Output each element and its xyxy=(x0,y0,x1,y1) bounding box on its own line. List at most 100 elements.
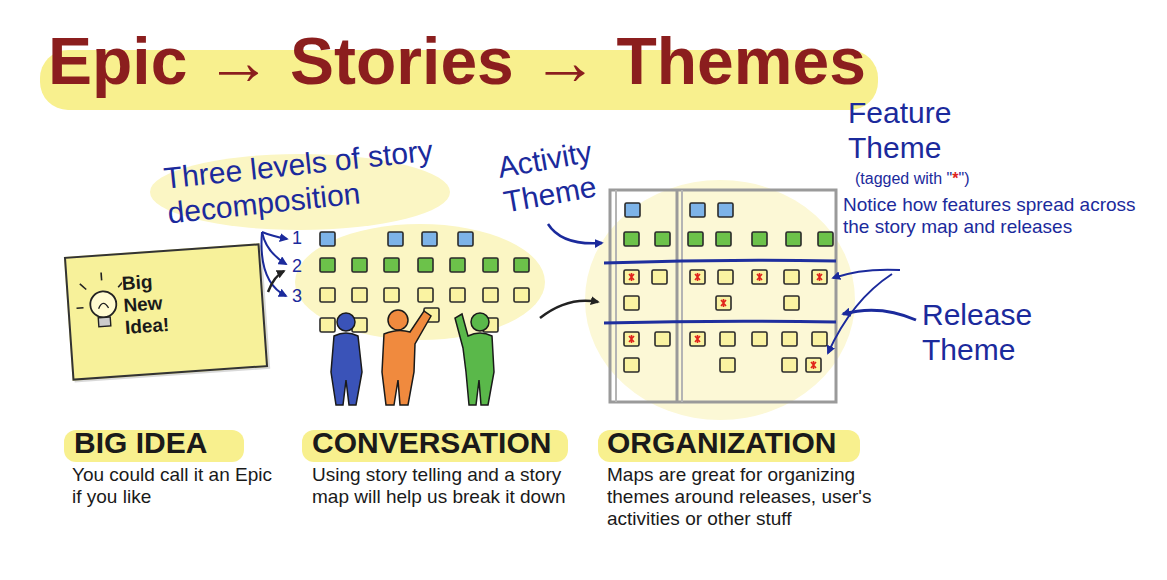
leader-arrow xyxy=(843,310,916,320)
person-body xyxy=(455,314,494,405)
sticky-shape xyxy=(818,232,833,246)
tag-star: * xyxy=(952,170,958,187)
annotation-box: Notice how features spread across the st… xyxy=(843,194,1155,238)
sticky-note xyxy=(320,288,335,302)
sticky-note xyxy=(388,232,403,246)
sticky-note xyxy=(690,270,705,284)
feature-tag-mark xyxy=(629,335,634,343)
section-body: You could call it an Epic if you like xyxy=(72,464,277,508)
light-ray xyxy=(80,284,86,290)
section-heading: CONVERSATION xyxy=(312,426,551,461)
sticky-note xyxy=(655,232,670,246)
sticky-shape xyxy=(655,332,670,346)
sticky-note xyxy=(418,258,433,272)
map-column-line xyxy=(676,190,679,402)
sticky-shape xyxy=(716,296,731,310)
sticky-shape xyxy=(388,232,403,246)
sticky-note xyxy=(716,296,731,310)
person-head xyxy=(471,313,489,331)
map-column-line xyxy=(681,190,683,402)
sticky-note xyxy=(422,232,437,246)
sticky-note xyxy=(782,358,797,372)
level-number-box: 2 xyxy=(292,256,302,277)
sticky-note xyxy=(458,232,473,246)
sticky-note xyxy=(624,232,639,246)
sticky-shape xyxy=(384,258,399,272)
sticky-shape xyxy=(784,270,799,284)
sticky-shape xyxy=(352,258,367,272)
feature-tag-mark xyxy=(721,299,726,307)
sticky-note xyxy=(320,258,335,272)
lightbulb-icon xyxy=(71,265,126,348)
sticky-shape xyxy=(418,288,433,302)
sticky-shape xyxy=(688,232,703,246)
section-body: Maps are great for organizing themes aro… xyxy=(607,464,907,530)
sticky-note xyxy=(652,270,667,284)
people-figures xyxy=(331,310,494,405)
sticky-note xyxy=(483,258,498,272)
release-line xyxy=(604,260,836,263)
sticky-note xyxy=(784,296,799,310)
sticky-shape xyxy=(483,258,498,272)
sticky-shape xyxy=(718,203,733,217)
sticky-note xyxy=(818,232,833,246)
sticky-shape xyxy=(624,358,639,372)
sticky-shape xyxy=(625,203,640,217)
sticky-note xyxy=(418,288,433,302)
sticky-shape xyxy=(718,270,733,284)
light-ray xyxy=(100,272,102,280)
theme-label-box: Release Theme xyxy=(922,298,1072,367)
sticky-note xyxy=(782,332,797,346)
annotation: (tagged with "*") xyxy=(855,170,1055,188)
flow-arrow xyxy=(540,301,598,318)
sticky-shape xyxy=(514,258,529,272)
idea-card: Big New Idea! xyxy=(64,243,268,380)
sticky-note xyxy=(718,270,733,284)
sticky-shape xyxy=(320,318,335,332)
sticky-note xyxy=(752,332,767,346)
feature-tag-mark xyxy=(811,361,816,369)
section-body: Using story telling and a story map will… xyxy=(312,464,572,508)
section-heading: ORGANIZATION xyxy=(607,426,836,461)
title-box: Epic → Stories → Themes xyxy=(48,24,866,100)
sticky-shape xyxy=(720,332,735,346)
level-number: 1 xyxy=(292,228,302,249)
leader-arrow xyxy=(262,232,287,239)
section-heading-box: BIG IDEA xyxy=(74,426,207,461)
sticky-shape xyxy=(812,270,827,284)
sticky-shape xyxy=(690,270,705,284)
feature-tag-mark xyxy=(629,273,634,281)
light-ray xyxy=(77,307,84,309)
sticky-note xyxy=(624,332,639,346)
sticky-note xyxy=(384,288,399,302)
sticky-shape xyxy=(812,332,827,346)
sticky-note xyxy=(716,232,731,246)
card-text: Big New Idea! xyxy=(120,251,190,339)
level-number-box: 1 xyxy=(292,228,302,249)
sticky-shape xyxy=(752,332,767,346)
sticky-shape xyxy=(690,332,705,346)
leader-arrow xyxy=(833,270,900,278)
person-head xyxy=(337,313,355,331)
level-number: 3 xyxy=(292,286,302,307)
sticky-note xyxy=(806,358,821,372)
sticky-note xyxy=(450,288,465,302)
leader-arrow xyxy=(262,232,287,296)
sticky-note xyxy=(352,258,367,272)
sticky-shape xyxy=(624,232,639,246)
sticky-shape xyxy=(352,288,367,302)
sticky-shape xyxy=(514,288,529,302)
sticky-shape xyxy=(752,232,767,246)
leader-arrow xyxy=(828,274,892,353)
sticky-shape xyxy=(752,270,767,284)
sticky-shape xyxy=(806,358,821,372)
sticky-note xyxy=(320,232,335,246)
sticky-shape xyxy=(458,232,473,246)
sticky-note xyxy=(688,232,703,246)
sticky-shape xyxy=(320,232,335,246)
sticky-note xyxy=(690,332,705,346)
sticky-shape xyxy=(652,270,667,284)
sticky-note xyxy=(483,288,498,302)
